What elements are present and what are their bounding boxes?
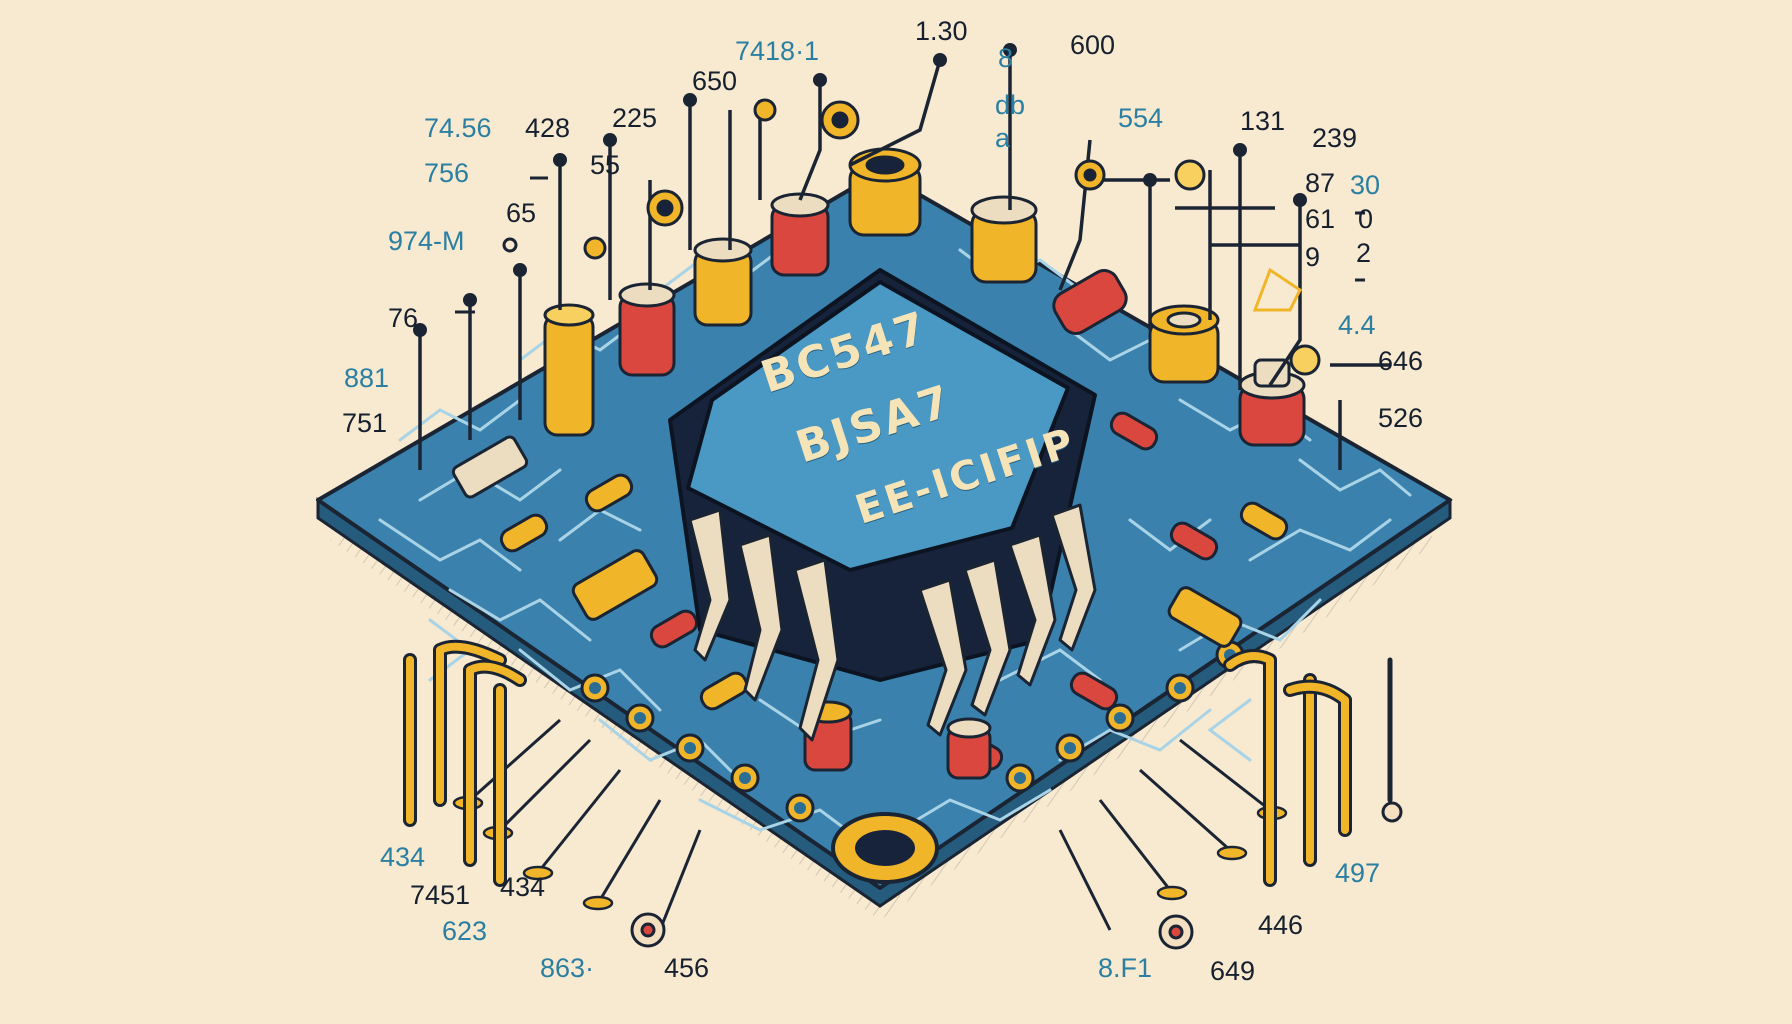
label-87: 87: [1305, 168, 1336, 198]
label-456: 456: [664, 953, 710, 983]
mounting-hole: [831, 812, 939, 884]
annotation-marks: [455, 176, 1365, 314]
label-9: 9: [1305, 242, 1321, 272]
label-434: 434: [500, 872, 546, 902]
label-55: 55: [590, 150, 621, 180]
label-7418-1: 7418·1: [735, 36, 820, 66]
label-600: 600: [1070, 30, 1116, 60]
label-434-blue: 434: [380, 842, 426, 872]
label-4-4: 4.4: [1338, 310, 1376, 340]
label-131: 131: [1240, 106, 1286, 136]
label-7451: 7451: [410, 880, 471, 910]
top-lead-wires: [418, 50, 1390, 470]
top-components: [543, 147, 1306, 447]
label-74-56: 74.56: [424, 113, 492, 143]
wire-rings: [583, 98, 1321, 376]
label-526: 526: [1378, 403, 1424, 433]
left-connector-pins: [403, 639, 527, 887]
label-974-m: 974-M: [388, 226, 465, 256]
label-649: 649: [1210, 956, 1256, 986]
resistors: [499, 411, 1289, 771]
label-db: db: [995, 90, 1026, 120]
label-225: 225: [612, 103, 658, 133]
label-65: 65: [506, 198, 537, 228]
bottom-solder-eyelets: [630, 912, 1194, 950]
label-428: 428: [525, 113, 571, 143]
label-8: 8: [998, 43, 1014, 73]
label-650: 650: [692, 66, 738, 96]
wire-end-dots: [413, 43, 1307, 337]
label-2: 2: [1356, 238, 1372, 268]
label-623: 623: [442, 916, 488, 946]
label-863: 863·: [540, 953, 595, 983]
chip-pins: [688, 503, 1097, 742]
label-30: 30: [1350, 170, 1381, 200]
label-0: 0: [1358, 204, 1374, 234]
solder-pad-holes: [589, 649, 1236, 814]
label-756: 756: [424, 158, 470, 188]
label-881: 881: [344, 363, 390, 393]
label-446: 446: [1258, 910, 1304, 940]
label-554: 554: [1118, 103, 1164, 133]
label-646: 646: [1378, 346, 1424, 376]
right-pin-end: [1381, 801, 1403, 823]
label-76: 76: [388, 303, 419, 333]
chip-top: [686, 280, 1070, 572]
label-497: 497: [1335, 858, 1381, 888]
bottom-lead-wires: [469, 718, 1271, 931]
right-connector-pins: [1223, 649, 1393, 887]
label-1-30: 1.30: [915, 16, 968, 46]
board-capacitors: [451, 435, 1243, 648]
label-239: 239: [1312, 123, 1358, 153]
label-61: 61: [1305, 204, 1336, 234]
label-751: 751: [342, 408, 388, 438]
label-8-f1: 8.F1: [1098, 953, 1153, 983]
label-a: a: [995, 123, 1011, 153]
